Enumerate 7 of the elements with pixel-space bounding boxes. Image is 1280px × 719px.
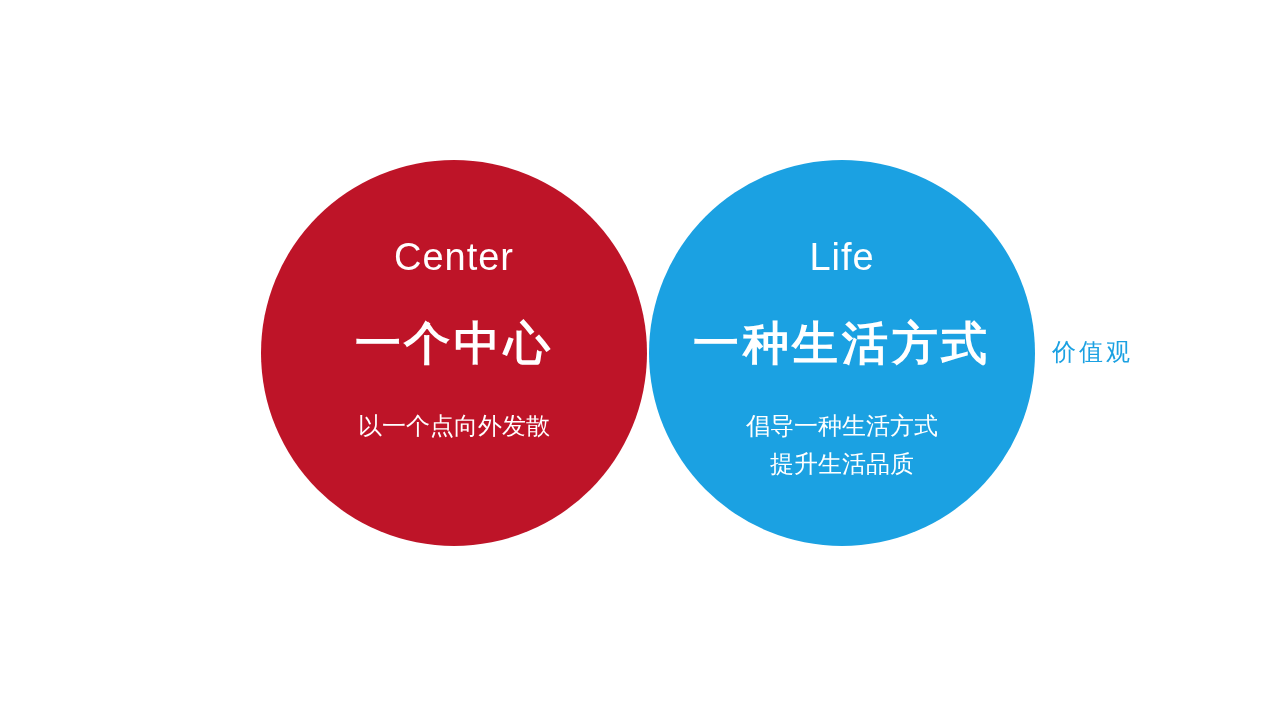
circle-title: Life [809, 238, 875, 276]
circle-description: 倡导一种生活方式提升生活品质 [745, 411, 939, 480]
side-label: 价值观 [1052, 340, 1133, 364]
circle-description: 以一个点向外发散 [357, 411, 551, 442]
circle-title: Center [394, 238, 514, 276]
circle-heading: 一个中心 [354, 320, 554, 366]
circle-heading: 一种生活方式 [692, 320, 992, 366]
